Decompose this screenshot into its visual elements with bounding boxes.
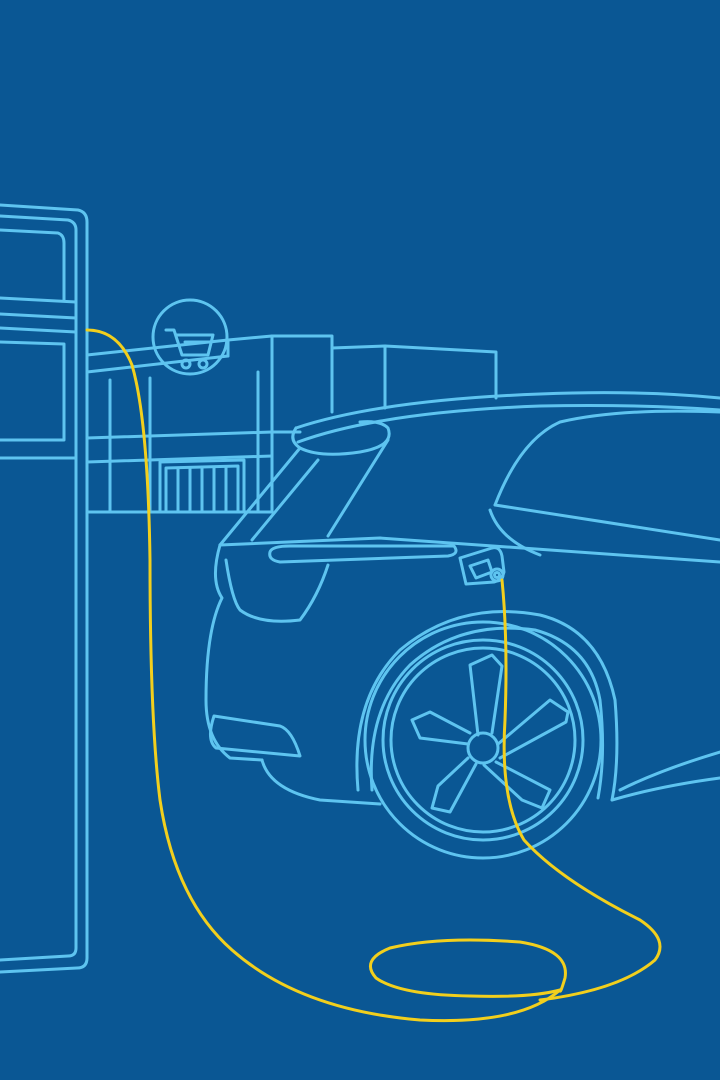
- shopping-cart-icon: [151, 298, 229, 376]
- electric-car: [204, 391, 720, 806]
- charging-cable: [85, 328, 662, 1023]
- charging-station: [0, 203, 89, 974]
- wheel: [363, 620, 603, 860]
- supermarket-building: [85, 334, 498, 514]
